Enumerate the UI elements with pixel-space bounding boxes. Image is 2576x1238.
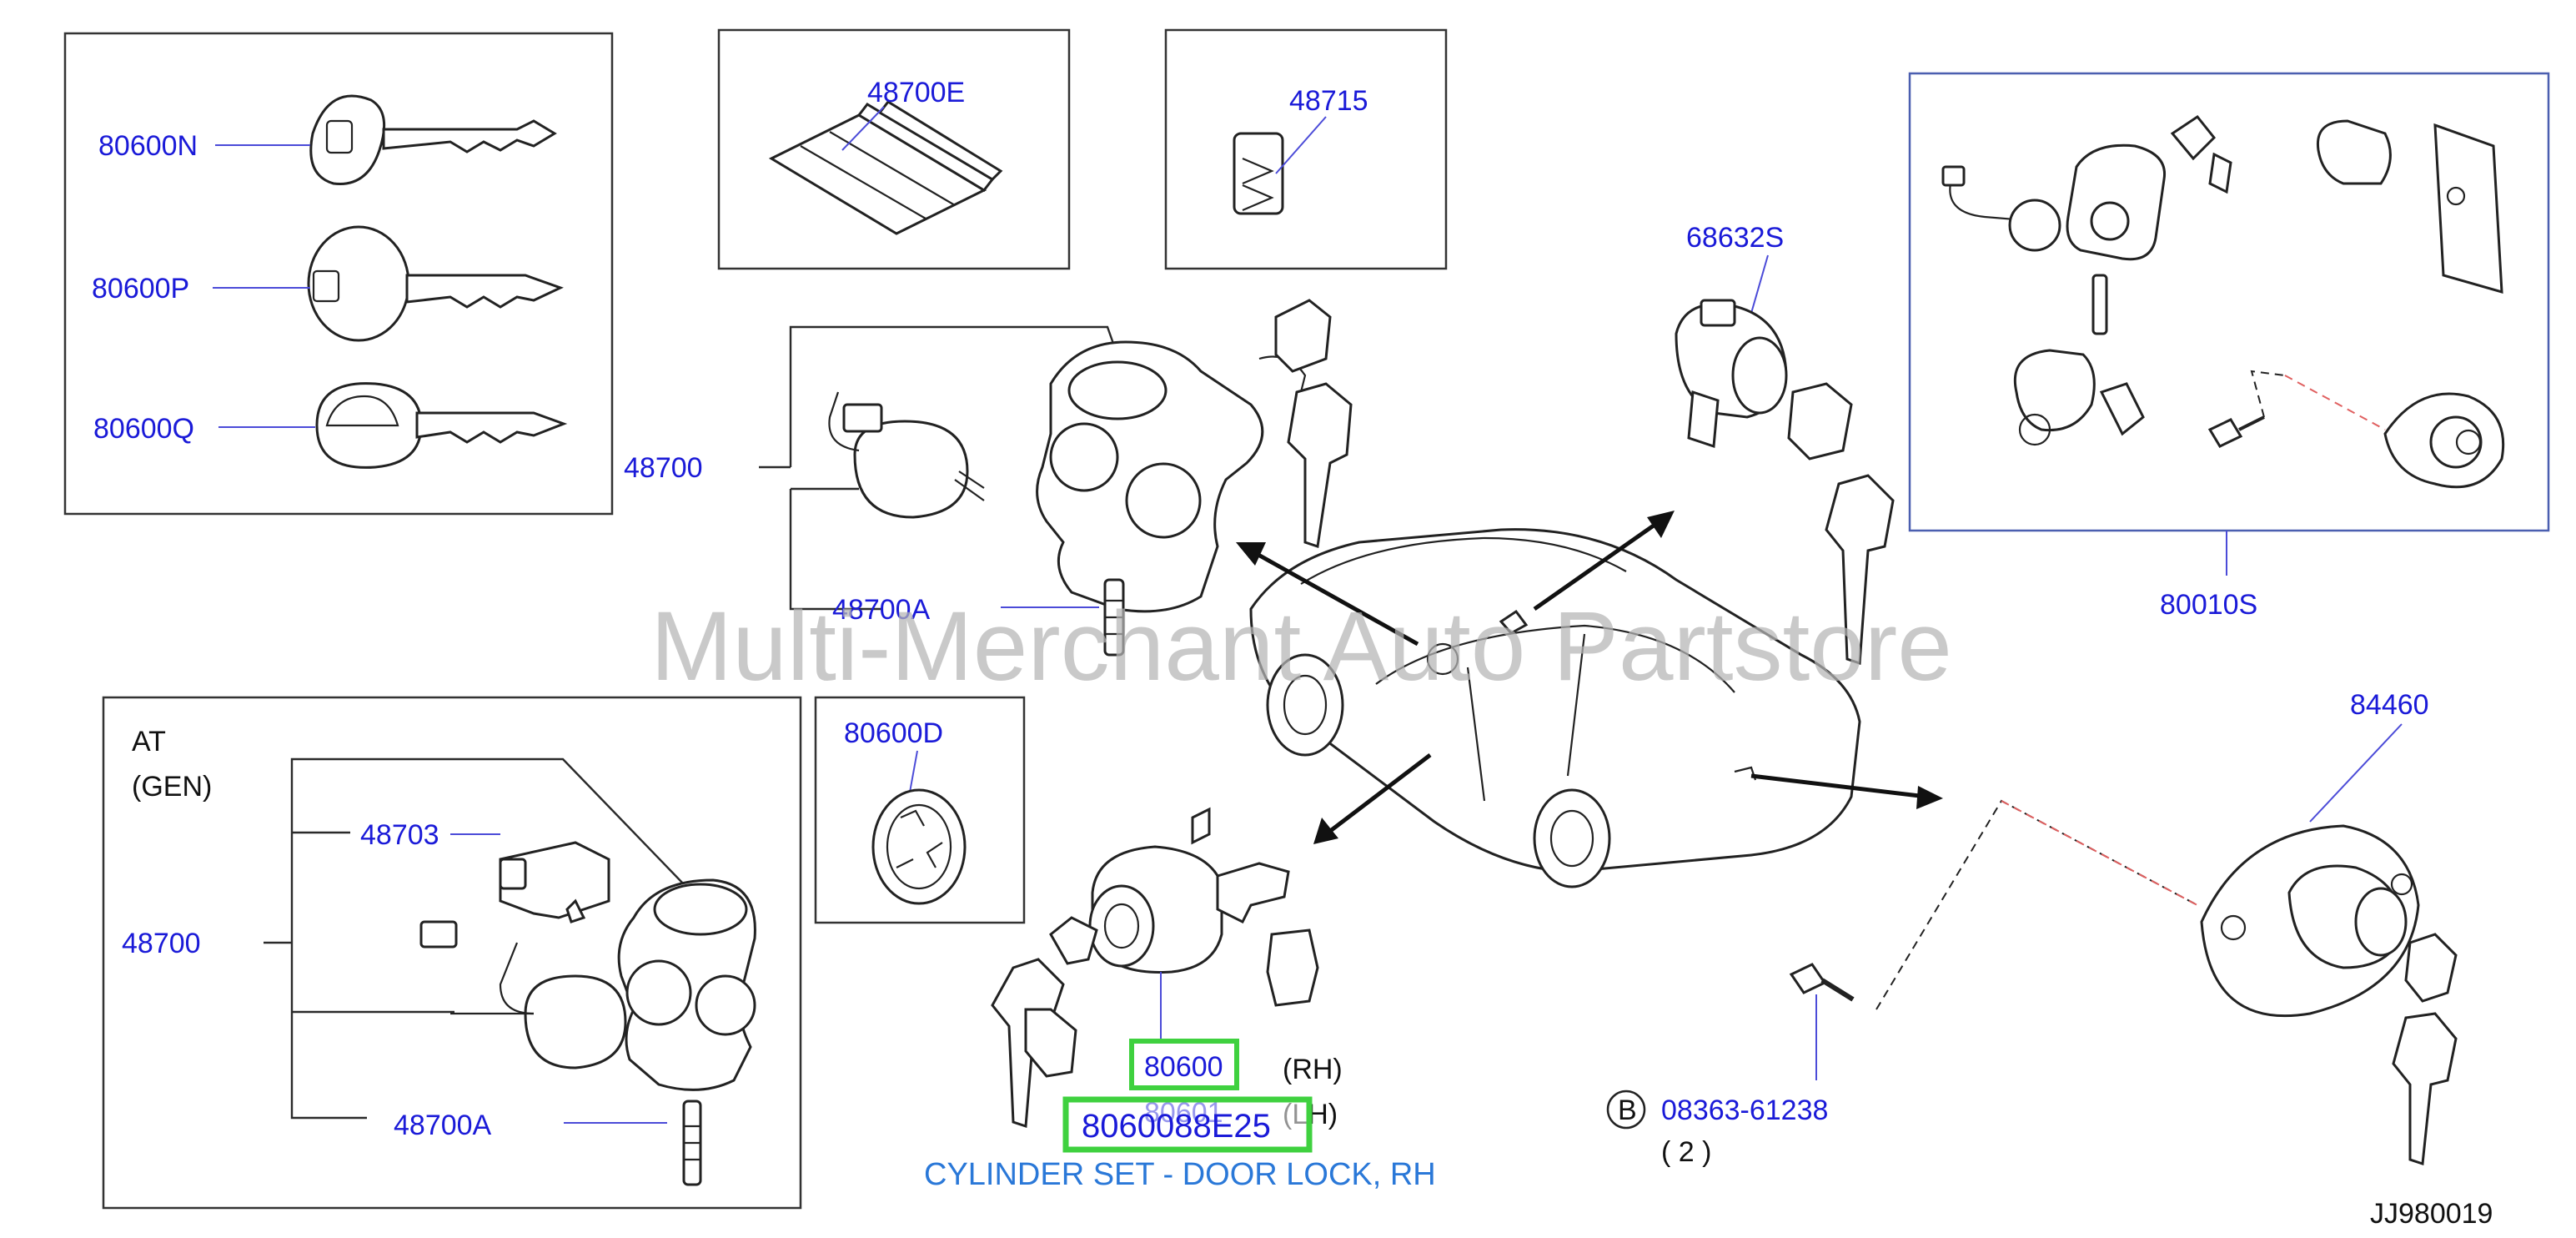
trunk-lock-illustration	[2200, 824, 2458, 1166]
insert-48700e-illustration	[768, 100, 1003, 235]
bracket-48715-illustration	[1233, 132, 1284, 215]
label-84460[interactable]: 84460	[2350, 689, 2429, 721]
escutcheon-80600d-illustration	[871, 788, 967, 905]
bolt-marker: B	[1618, 1095, 1637, 1126]
bracket-panel: 48715	[1164, 28, 1448, 270]
label-48715[interactable]: 48715	[1289, 85, 1368, 117]
label-rh: (RH)	[1283, 1054, 1343, 1085]
highlight-box-80600	[1129, 1039, 1239, 1090]
at-gen-panel: AT (GEN) 48703 48700 48700A	[102, 696, 802, 1210]
trunk-lock: 84460 B 08363-61238 ( 2 )	[1606, 689, 2458, 1168]
label-80600p[interactable]: 80600P	[92, 273, 189, 304]
label-48700-at[interactable]: 48700	[122, 928, 201, 959]
at-subtitle: (GEN)	[132, 771, 212, 803]
label-48700a-at[interactable]: 48700A	[394, 1110, 492, 1141]
keys-panel: 80600N 80600P 80600Q	[63, 32, 614, 516]
lock-set-illustration	[1941, 114, 2505, 489]
lock-set-panel: 80010S	[1908, 72, 2550, 621]
steering-lock-48700-illustration	[828, 299, 1353, 657]
car-illustration	[1249, 528, 1861, 888]
label-48703[interactable]: 48703	[360, 819, 439, 851]
key-80600p-illustration	[307, 225, 564, 342]
highlight-part-number[interactable]: 8060088E25	[1082, 1108, 1271, 1145]
label-bolt-code[interactable]: 08363-61238	[1661, 1095, 1828, 1126]
label-80010s[interactable]: 80010S	[2160, 589, 2257, 621]
door-cylinder-illustration	[991, 807, 1319, 1129]
bolt-marker-circle	[1606, 1090, 1646, 1130]
label-80600q[interactable]: 80600Q	[93, 413, 194, 445]
key-80600q-illustration	[315, 382, 568, 469]
direction-arrows	[1236, 511, 1943, 844]
label-80600d[interactable]: 80600D	[844, 717, 943, 749]
steering-lock-assembly: 48700 48700A	[624, 299, 1353, 657]
label-48700-top[interactable]: 48700	[624, 452, 703, 484]
bolt-illustration	[1789, 963, 1855, 1002]
label-48700a-top[interactable]: 48700A	[832, 594, 931, 626]
diagram-code: JJ980019	[2370, 1198, 2493, 1230]
door-lock-cylinder: 80600 (RH) 80601 (LH) 8060088E25 CYLINDE…	[924, 807, 1436, 1192]
watermark: Multi-Merchant Auto Partstore	[650, 591, 1952, 702]
highlight-caption: CYLINDER SET - DOOR LOCK, RH	[924, 1157, 1436, 1192]
label-bolt-qty: ( 2 )	[1661, 1136, 1711, 1168]
highlight-box-part-number	[1062, 1096, 1313, 1153]
label-80600-rh[interactable]: 80600	[1144, 1051, 1223, 1083]
label-48700e[interactable]: 48700E	[867, 77, 965, 108]
key-80600n-illustration	[309, 94, 557, 185]
at-steering-lock-illustration	[419, 841, 756, 1186]
cylinder-68632s: 68632S	[1675, 222, 1895, 666]
insert-panel: 48700E	[717, 28, 1071, 270]
label-80600n[interactable]: 80600N	[98, 130, 198, 162]
label-68632s[interactable]: 68632S	[1686, 222, 1784, 254]
at-title: AT	[132, 726, 166, 757]
escutcheon-panel: 80600D	[814, 696, 1026, 924]
